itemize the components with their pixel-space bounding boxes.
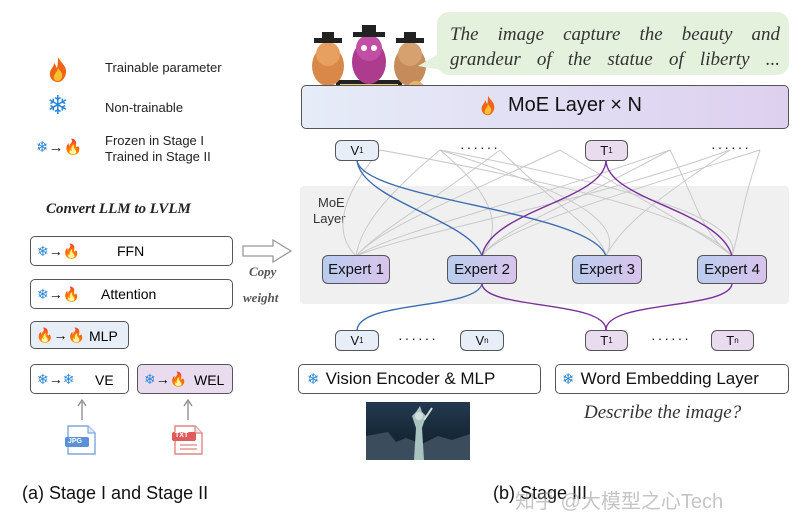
- wel-label: WEL: [194, 372, 225, 388]
- copy-weight-arrow: [242, 238, 293, 264]
- expert-1: Expert 1: [322, 255, 390, 284]
- moe-label-2: Layer: [313, 211, 346, 226]
- bottom-token-v1-label: V: [350, 333, 360, 348]
- vision-encoder-box: ❄ Vision Encoder & MLP: [298, 364, 541, 394]
- legend-nontrainable-label: Non-trainable: [105, 100, 184, 115]
- copy-label: Copy: [249, 264, 277, 279]
- watermark: 知乎 @大模型之心Tech: [515, 491, 724, 513]
- caption-stage-1-2: (a) Stage I and Stage II: [22, 483, 209, 503]
- legend: Trainable parameter ❄ Non-trainable ❄→🔥 …: [0, 0, 240, 180]
- caption-stage-3: (b) Stage III: [493, 483, 588, 503]
- top-token-t1-sub: 1: [608, 146, 613, 155]
- snowflake-to-fire-icon: ❄→🔥: [37, 286, 81, 302]
- txt-file-icon: TXT: [171, 425, 205, 455]
- bottom-dots-2: ······: [651, 330, 691, 346]
- attention-label: Attention: [101, 286, 157, 302]
- bottom-token-vn-sub: n: [484, 336, 489, 345]
- attention-box: ❄→🔥 Attention: [30, 279, 233, 309]
- txt-label: TXT: [175, 432, 189, 439]
- snowflake-to-snowflake-icon: ❄→❄: [37, 371, 75, 387]
- statue-of-liberty-image: [366, 402, 470, 460]
- fire-icon: [44, 55, 72, 88]
- question-text: Describe the image?: [584, 402, 742, 423]
- up-arrows: [77, 398, 193, 420]
- ffn-label: FFN: [117, 243, 145, 259]
- moe-layer-n-label: MoE Layer × N: [508, 94, 642, 116]
- expert-2: Expert 2: [447, 255, 517, 284]
- mlp-label: MLP: [89, 328, 118, 344]
- top-dots-2: ······: [711, 139, 751, 155]
- wel-box: ❄→🔥 WEL: [137, 364, 233, 394]
- ffn-box: ❄→🔥 FFN: [30, 236, 233, 266]
- word-embedding-box: ❄ Word Embedding Layer: [555, 364, 789, 394]
- expert-3: Expert 3: [572, 255, 642, 284]
- bottom-token-tn-label: T: [726, 333, 735, 348]
- snowflake-icon: ❄: [47, 90, 69, 120]
- speech-text: The image capture the beauty and grandeu…: [450, 24, 780, 70]
- speech-bubble-tail: [418, 52, 442, 70]
- fire-to-fire-icon: 🔥→🔥: [36, 327, 85, 343]
- ve-label: VE: [95, 372, 114, 388]
- top-token-v1-sub: 1: [359, 146, 364, 155]
- snowflake-to-fire-icon: ❄→🔥: [36, 139, 83, 156]
- bottom-token-t1-label: T: [600, 333, 609, 348]
- convert-title: Convert LLM to LVLM: [46, 201, 191, 217]
- snowflake-to-fire-icon: ❄→🔥: [144, 371, 188, 387]
- bottom-dots-1: ······: [398, 330, 438, 346]
- jpg-label: JPG: [68, 438, 83, 445]
- bottom-token-v1-sub: 1: [359, 336, 364, 345]
- word-embedding-label: Word Embedding Layer: [580, 369, 759, 388]
- bottom-token-t1-sub: 1: [608, 336, 613, 345]
- snowflake-to-fire-icon: ❄→🔥: [37, 243, 81, 259]
- moe-fire-icon: [477, 92, 499, 123]
- top-token-t1-label: T: [600, 143, 609, 158]
- ve-box: ❄→❄ VE: [30, 364, 129, 394]
- mlp-box: 🔥→🔥 MLP: [30, 321, 129, 349]
- jpg-file-icon: JPG: [64, 425, 98, 455]
- vision-encoder-label: Vision Encoder & MLP: [325, 369, 496, 388]
- legend-frozen-label-1: Frozen in Stage I: [105, 133, 204, 148]
- moe-layer-n-box: [301, 85, 789, 129]
- snowflake-icon: ❄: [307, 371, 320, 388]
- top-token-v1-label: V: [350, 143, 360, 158]
- snowflake-icon: ❄: [562, 371, 575, 388]
- bottom-token-tn-sub: n: [734, 336, 739, 345]
- top-dots-1: ······: [460, 139, 500, 155]
- bottom-token-vn-label: V: [475, 333, 485, 348]
- weight-label-text: weight: [243, 290, 279, 305]
- moe-label-1: MoE: [318, 195, 345, 210]
- speech-bubble: [437, 12, 789, 75]
- legend-trainable-label: Trainable parameter: [105, 60, 222, 75]
- expert-4: Expert 4: [697, 255, 767, 284]
- legend-frozen-label-2: Trained in Stage II: [105, 149, 211, 164]
